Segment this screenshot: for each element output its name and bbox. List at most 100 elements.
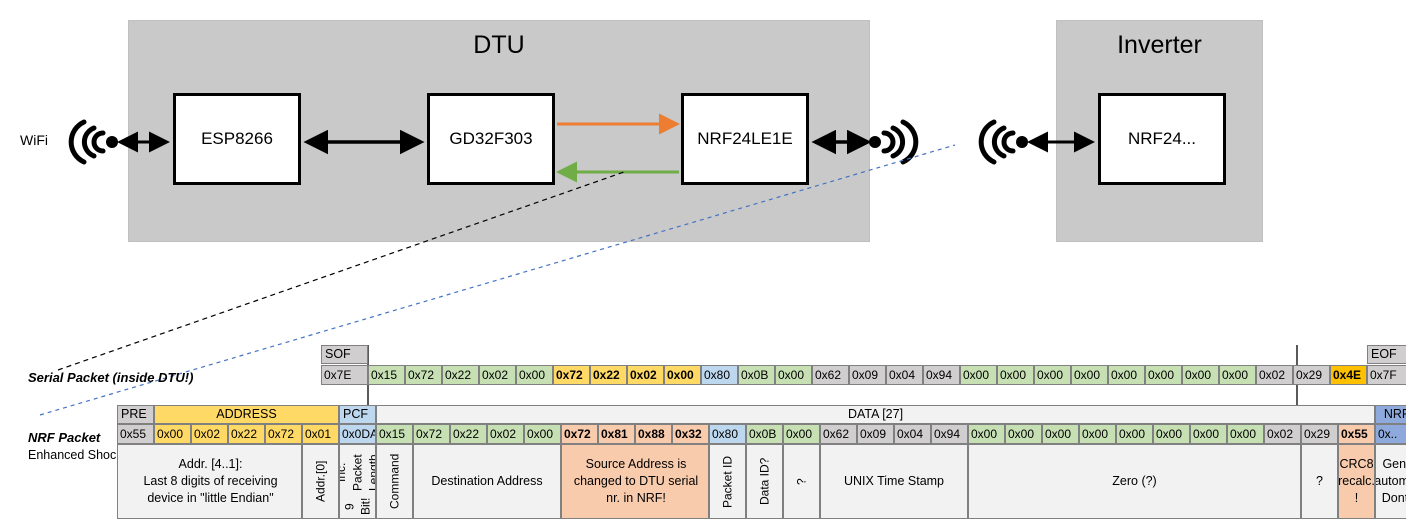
- serial-byte-18: 0x00: [1034, 365, 1071, 385]
- chip-nrf24[interactable]: NRF24...: [1098, 93, 1226, 185]
- chip-gd32f303-label: GD32F303: [449, 129, 533, 148]
- nrf-byte-24: 0x00: [1005, 424, 1042, 444]
- nrf-desc-zero: Zero (?): [968, 444, 1301, 519]
- nrf-desc-unknown1-line-0: ?: [794, 478, 809, 485]
- nrf-desc-nrf-crc-line-1: automatically.: [1375, 474, 1406, 489]
- nrf-byte-32: 0x29: [1301, 424, 1338, 444]
- nrf-desc-unknown2: ?: [1301, 444, 1338, 519]
- nrf-desc-unknown2-line-0: ?: [1316, 474, 1323, 489]
- nrf-desc-source-addr-line-1: changed to DTU serial: [573, 474, 699, 489]
- nrf-byte-8: 0x72: [413, 424, 450, 444]
- nrf-byte-27: 0x00: [1116, 424, 1153, 444]
- nrf-desc-addr0-line-0: Addr.[0]: [313, 460, 328, 503]
- chip-esp8266-label: ESP8266: [201, 129, 273, 148]
- serial-byte-13: 0x09: [849, 365, 886, 385]
- serial-packet-label: Serial Packet (inside DTU!): [28, 370, 194, 385]
- nrf-desc-unix-time-line-0: UNIX Time Stamp: [843, 474, 945, 489]
- serial-byte-2: 0x22: [442, 365, 479, 385]
- nrf-desc-packet-len: 9 Bit!Inc. Packet Length: [339, 444, 376, 519]
- nrf-byte-23: 0x00: [968, 424, 1005, 444]
- serial-byte-9: 0x80: [701, 365, 738, 385]
- serial-byte-16: 0x00: [960, 365, 997, 385]
- nrf-desc-crc8-line-0: CRC8: [1339, 457, 1374, 472]
- nrf-byte-29: 0x00: [1190, 424, 1227, 444]
- inverter-antenna-icon: [978, 119, 1016, 165]
- nrf-header-3: DATA [27]: [376, 405, 1375, 424]
- chip-nrf24le1e[interactable]: NRF24LE1E: [681, 93, 809, 185]
- nrf-desc-data-id-line-0: Data ID?: [757, 457, 772, 506]
- chip-esp8266[interactable]: ESP8266: [173, 93, 301, 185]
- wifi-label: WiFi: [20, 132, 48, 148]
- wifi-antenna-icon: [68, 119, 106, 165]
- nrf-byte-25: 0x00: [1042, 424, 1079, 444]
- serial-byte-24: 0x02: [1256, 365, 1293, 385]
- nrf-desc-nrf-crc: Generated automatically.Dont Care!: [1375, 444, 1406, 519]
- serial-byte-1: 0x72: [405, 365, 442, 385]
- nrf-desc-packet-id: Packet ID: [709, 444, 746, 519]
- nrf-byte-34: 0x..: [1375, 424, 1406, 444]
- nrf-byte-14: 0x88: [635, 424, 672, 444]
- nrf-byte-28: 0x00: [1153, 424, 1190, 444]
- dtu-antenna-icon: [881, 119, 919, 165]
- serial-byte-23: 0x00: [1219, 365, 1256, 385]
- nrf-byte-33: 0x55: [1338, 424, 1375, 444]
- nrf-byte-13: 0x81: [598, 424, 635, 444]
- serial-byte-3: 0x02: [479, 365, 516, 385]
- serial-byte-14: 0x04: [886, 365, 923, 385]
- serial-byte-12: 0x62: [812, 365, 849, 385]
- nrf-header-1: ADDRESS: [154, 405, 339, 424]
- nrf-header-4: NRF CRC: [1375, 405, 1406, 424]
- nrf-desc-data-id: Data ID?: [746, 444, 783, 519]
- serial-byte-8: 0x00: [664, 365, 701, 385]
- nrf-byte-30: 0x00: [1227, 424, 1264, 444]
- nrf-desc-command-line-0: Command: [387, 453, 402, 510]
- nrf-byte-19: 0x62: [820, 424, 857, 444]
- nrf-desc-crc8-line-1: recalc.: [1338, 474, 1375, 489]
- nrf-byte-22: 0x94: [931, 424, 968, 444]
- serial-eof-header: EOF: [1367, 345, 1406, 364]
- nrf-packet-label: NRF Packet: [28, 430, 101, 445]
- nrf-byte-9: 0x22: [450, 424, 487, 444]
- inverter-antenna-dot: [1016, 136, 1028, 148]
- serial-byte-21: 0x00: [1145, 365, 1182, 385]
- nrf-header-2: PCF: [339, 405, 376, 424]
- chip-gd32f303[interactable]: GD32F303: [427, 93, 555, 185]
- nrf-byte-15: 0x32: [672, 424, 709, 444]
- nrf-byte-1: 0x00: [154, 424, 191, 444]
- nrf-byte-0: 0x55: [117, 424, 154, 444]
- serial-byte-4: 0x00: [516, 365, 553, 385]
- inverter-title: Inverter: [1117, 31, 1202, 59]
- serial-byte-6: 0x22: [590, 365, 627, 385]
- serial-byte-0: 0x15: [368, 365, 405, 385]
- nrf-desc-source-addr-line-0: Source Address is: [585, 457, 687, 472]
- nrf-desc-dest-addr-line-0: Destination Address: [431, 474, 543, 489]
- nrf-byte-10: 0x02: [487, 424, 524, 444]
- nrf-byte-5: 0x01: [302, 424, 339, 444]
- nrf-byte-17: 0x0B: [746, 424, 783, 444]
- nrf-byte-18: 0x00: [783, 424, 820, 444]
- serial-byte-19: 0x00: [1071, 365, 1108, 385]
- nrf-desc-nrf-crc-line-0: Generated: [1382, 457, 1406, 472]
- nrf-byte-2: 0x02: [191, 424, 228, 444]
- serial-byte-22: 0x00: [1182, 365, 1219, 385]
- nrf-desc-source-addr-line-2: nr. in NRF!: [606, 490, 666, 505]
- nrf-desc-packet-len-line-extra: Inc. Packet Length: [339, 454, 376, 492]
- nrf-desc-address-line-1: Last 8 digits of receiving: [143, 474, 278, 489]
- serial-byte-5: 0x72: [553, 365, 590, 385]
- nrf-byte-6: 0x0DA: [339, 424, 376, 444]
- nrf-desc-packet-id-line-0: Packet ID: [720, 455, 735, 508]
- nrf-byte-3: 0x22: [228, 424, 265, 444]
- serial-byte-25: 0x29: [1293, 365, 1330, 385]
- serial-byte-7: 0x02: [627, 365, 664, 385]
- serial-byte-15: 0x94: [923, 365, 960, 385]
- nrf-byte-21: 0x04: [894, 424, 931, 444]
- nrf-desc-dest-addr: Destination Address: [413, 444, 561, 519]
- nrf-desc-nrf-crc-line-2: Dont Care!: [1381, 490, 1406, 505]
- dtu-title: DTU: [473, 31, 525, 59]
- nrf-byte-12: 0x72: [561, 424, 598, 444]
- nrf-byte-4: 0x72: [265, 424, 302, 444]
- chip-nrf24-label: NRF24...: [1127, 129, 1197, 148]
